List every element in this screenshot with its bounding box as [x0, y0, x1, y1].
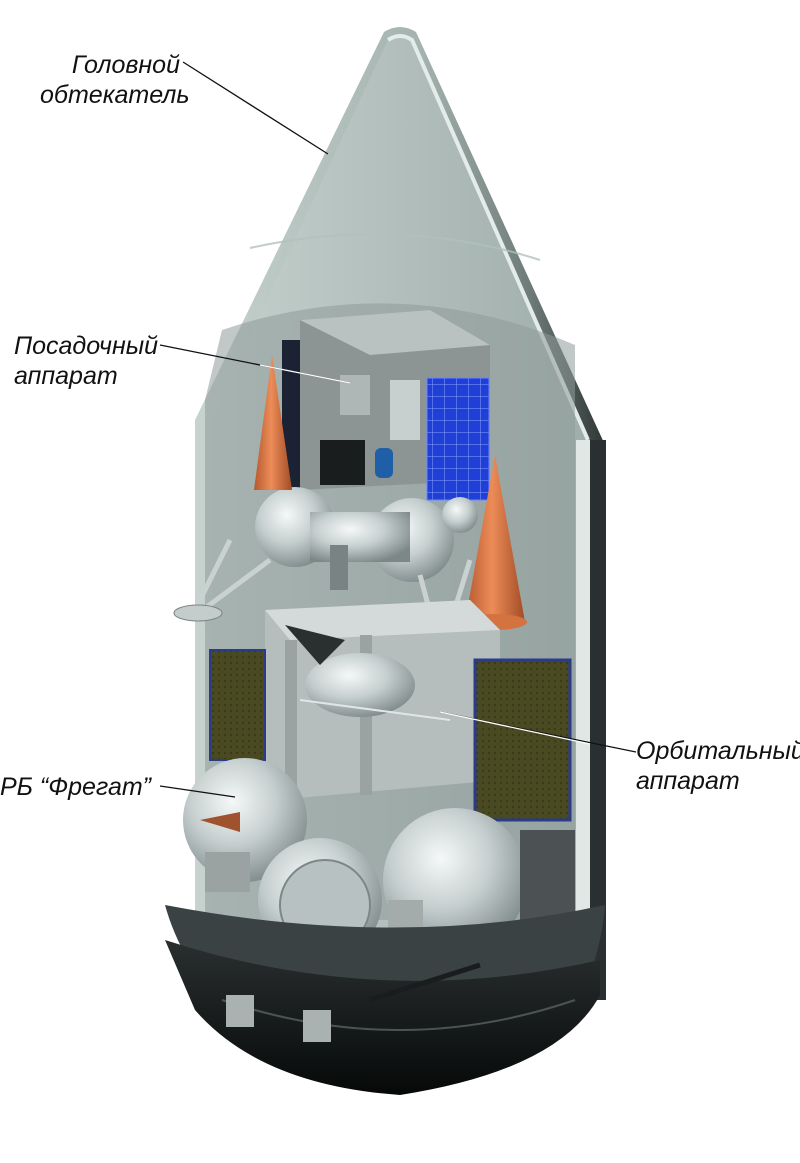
label-orbiter-line2: аппарат	[636, 767, 740, 795]
label-fregat: РБ “Фрегат”	[0, 772, 160, 802]
base-adapter	[165, 905, 605, 1095]
label-head-fairing-line1: Головной	[71, 51, 180, 79]
label-lander-line2: аппарат	[14, 362, 118, 390]
lander-module	[173, 310, 490, 664]
label-lander: Посадочный аппарат	[14, 331, 174, 391]
orbiter-module	[209, 600, 572, 822]
label-head-fairing: Головной обтекатель	[40, 50, 190, 110]
leader-lines	[159, 61, 637, 798]
label-orbiter: Орбитальный аппарат	[636, 736, 800, 796]
label-head-fairing-line2: обтекатель	[40, 81, 190, 109]
label-lander-line1: Посадочный	[14, 332, 159, 360]
label-fregat-line1: РБ “Фрегат”	[0, 773, 152, 801]
label-orbiter-line1: Орбитальный	[636, 737, 800, 765]
